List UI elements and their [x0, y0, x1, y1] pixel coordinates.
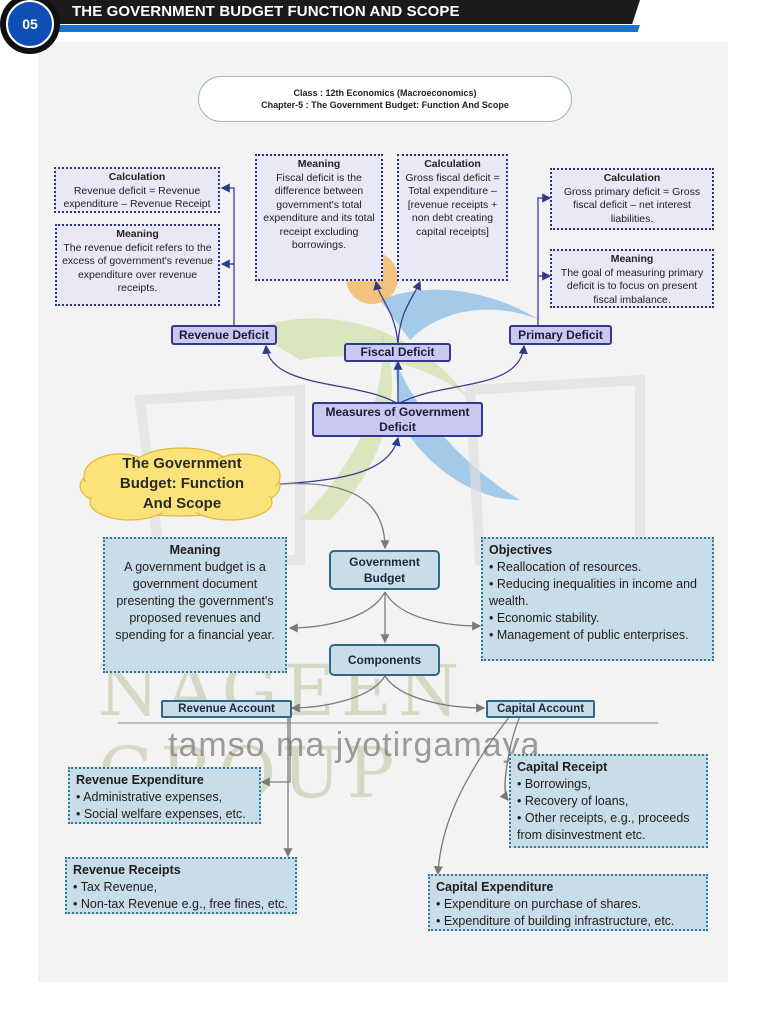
- box-title: Meaning: [297, 158, 341, 170]
- primary-deficit-calculation-box: Calculation Gross primary deficit = Gros…: [550, 168, 714, 230]
- components-node: Components: [329, 644, 440, 676]
- chapter-number: 05: [6, 0, 54, 48]
- objective-item: • Reducing inequalities in income and we…: [489, 577, 697, 608]
- page-title: THE GOVERNMENT BUDGET FUNCTION AND SCOPE: [72, 3, 460, 20]
- capital-account-node: Capital Account: [486, 700, 595, 718]
- box-text: The goal of measuring primary deficit is…: [560, 266, 704, 306]
- central-cloud-shape: [79, 447, 281, 521]
- objective-item: • Reallocation of resources.: [489, 560, 642, 574]
- box-text: Revenue deficit = Revenue expenditure – …: [63, 184, 211, 211]
- box-title: Revenue Expenditure: [76, 773, 204, 787]
- chapter-line: Chapter-5 : The Government Budget: Funct…: [261, 100, 509, 110]
- list-item: • Expenditure on purchase of shares.: [436, 897, 642, 911]
- box-title: Calculation: [424, 158, 481, 170]
- objectives-box: Objectives • Reallocation of resources. …: [481, 537, 714, 661]
- government-budget-node: Government Budget: [329, 550, 440, 590]
- revenue-deficit-meaning-box: Meaning The revenue deficit refers to th…: [55, 224, 220, 306]
- watermark-divider: [118, 722, 658, 724]
- capital-receipt-box: Capital Receipt • Borrowings, • Recovery…: [509, 754, 708, 848]
- box-text: A government budget is a government docu…: [115, 560, 275, 642]
- primary-deficit-node: Primary Deficit: [509, 325, 612, 345]
- box-text: Gross primary deficit = Gross fiscal def…: [563, 185, 701, 225]
- box-title: Meaning: [169, 543, 221, 557]
- box-title: Capital Receipt: [517, 760, 608, 774]
- revenue-account-node: Revenue Account: [161, 700, 292, 718]
- box-text: Gross fiscal deficit = Total expenditure…: [405, 171, 500, 238]
- fiscal-deficit-calculation-box: Calculation Gross fiscal deficit = Total…: [397, 154, 508, 281]
- budget-meaning-box: Meaning A government budget is a governm…: [103, 537, 287, 673]
- class-line: Class : 12th Economics (Macroeconomics): [293, 88, 477, 98]
- list-item: • Non-tax Revenue e.g., free fines, etc.: [73, 897, 288, 911]
- objective-item: • Management of public enterprises.: [489, 628, 689, 642]
- box-text: The revenue deficit refers to the excess…: [62, 241, 213, 295]
- list-item: • Expenditure of building infrastructure…: [436, 914, 675, 928]
- revenue-expenditure-box: Revenue Expenditure • Administrative exp…: [68, 767, 261, 824]
- revenue-deficit-calculation-box: Calculation Revenue deficit = Revenue ex…: [54, 167, 220, 213]
- list-item: • Other receipts, e.g., proceeds from di…: [517, 811, 690, 842]
- list-item: • Borrowings,: [517, 777, 591, 791]
- box-title: Revenue Receipts: [73, 863, 181, 877]
- box-text: Fiscal deficit is the difference between…: [263, 171, 375, 252]
- revenue-receipts-box: Revenue Receipts • Tax Revenue, • Non-ta…: [65, 857, 297, 914]
- fiscal-deficit-node: Fiscal Deficit: [344, 343, 451, 362]
- box-title: Meaning: [610, 253, 654, 265]
- capital-expenditure-box: Capital Expenditure • Expenditure on pur…: [428, 874, 708, 931]
- revenue-deficit-node: Revenue Deficit: [171, 325, 277, 345]
- list-item: • Recovery of loans,: [517, 794, 629, 808]
- list-item: • Administrative expenses,: [76, 790, 223, 804]
- central-topic: The Government Budget: Function And Scop…: [119, 455, 245, 512]
- class-info-pill: Class : 12th Economics (Macroeconomics) …: [198, 76, 572, 122]
- primary-deficit-meaning-box: Meaning The goal of measuring primary de…: [550, 249, 714, 308]
- box-title: Meaning: [116, 228, 159, 240]
- fiscal-deficit-meaning-box: Meaning Fiscal deficit is the difference…: [255, 154, 383, 281]
- box-title: Capital Expenditure: [436, 880, 554, 894]
- watermark-tagline: tamso ma jyotirgamaya: [168, 726, 541, 764]
- objective-item: • Economic stability.: [489, 611, 600, 625]
- measures-of-government-deficit-node: Measures of Government Deficit: [312, 402, 483, 437]
- list-item: • Social welfare expenses, etc.: [76, 807, 246, 821]
- box-title: Calculation: [108, 171, 166, 183]
- box-title: Calculation: [603, 172, 661, 184]
- list-item: • Tax Revenue,: [73, 880, 158, 894]
- box-title: Objectives: [489, 543, 553, 557]
